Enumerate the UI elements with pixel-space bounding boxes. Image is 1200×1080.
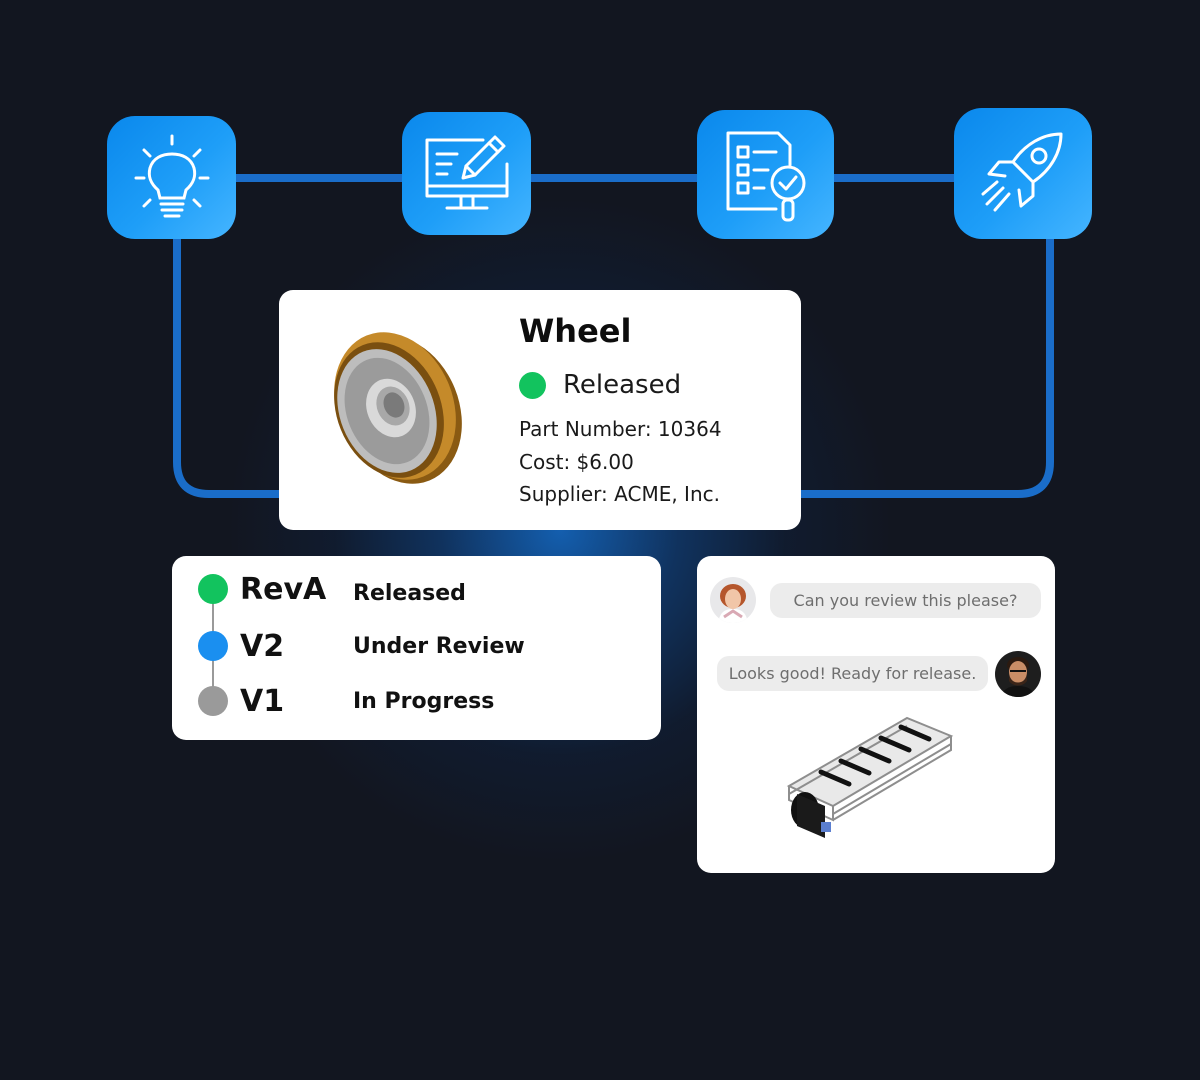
avatar[interactable] bbox=[710, 577, 756, 623]
revision-state: In Progress bbox=[353, 689, 495, 714]
revision-name: V2 bbox=[240, 628, 285, 664]
workflow-stage-review[interactable] bbox=[697, 110, 834, 239]
lightbulb-icon bbox=[134, 134, 209, 217]
chat-message: Looks good! Ready for release. bbox=[717, 656, 988, 691]
workflow-stage-design[interactable] bbox=[402, 112, 531, 235]
revision-dot bbox=[198, 574, 228, 604]
part-cost: Cost: $6.00 bbox=[519, 449, 634, 474]
chat-message: Can you review this please? bbox=[770, 583, 1041, 618]
revision-row[interactable]: V2 Under Review bbox=[198, 628, 525, 664]
revision-history-card: RevA Released V2 Under Review V1 In Prog… bbox=[172, 556, 661, 740]
status-label: Released bbox=[563, 370, 682, 400]
part-number: Part Number: 10364 bbox=[519, 417, 722, 441]
status-dot bbox=[519, 371, 546, 399]
conveyor-image bbox=[786, 716, 954, 838]
chat-card: Can you review this please? Looks good! … bbox=[697, 556, 1055, 873]
avatar[interactable] bbox=[995, 651, 1041, 697]
revision-row[interactable]: V1 In Progress bbox=[198, 683, 494, 719]
checklist-review-icon bbox=[726, 131, 805, 221]
rocket-icon bbox=[981, 132, 1063, 211]
workflow-stage-launch[interactable] bbox=[954, 108, 1092, 239]
part-attributes: Part Number: 10364 Cost: $6.00 Supplier:… bbox=[519, 413, 722, 511]
part-status: Released bbox=[519, 370, 681, 400]
revision-name: V1 bbox=[240, 683, 285, 719]
revision-state: Under Review bbox=[353, 634, 525, 659]
part-supplier: Supplier: ACME, Inc. bbox=[519, 482, 720, 506]
revision-dot bbox=[198, 631, 228, 661]
revision-name: RevA bbox=[240, 571, 327, 607]
revision-row[interactable]: RevA Released bbox=[198, 571, 466, 607]
revision-state: Released bbox=[353, 581, 466, 606]
workflow-stage-idea[interactable] bbox=[107, 116, 236, 239]
monitor-edit-icon bbox=[425, 135, 508, 209]
revision-dot bbox=[198, 686, 228, 716]
part-title: Wheel bbox=[519, 312, 632, 350]
wheel-image bbox=[334, 332, 462, 484]
part-card[interactable]: Wheel Released Part Number: 10364 Cost: … bbox=[279, 290, 801, 530]
